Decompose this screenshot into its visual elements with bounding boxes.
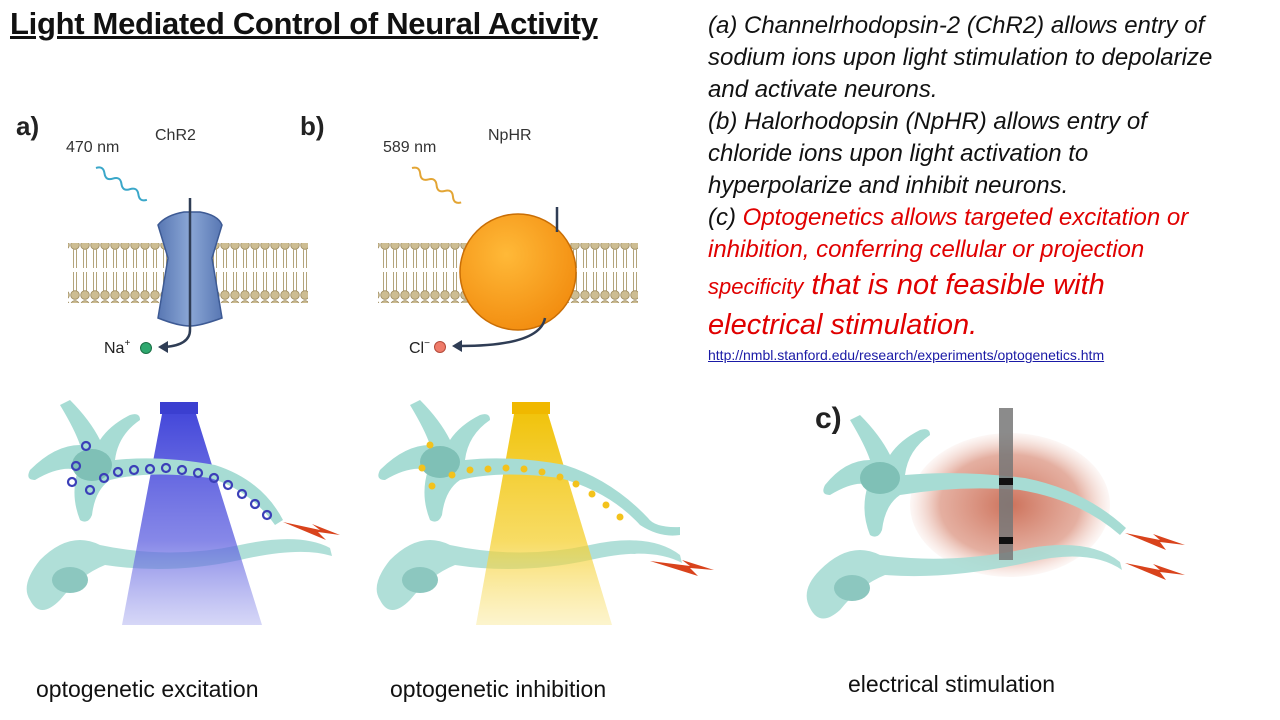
lower-neuron-excitation — [26, 539, 333, 610]
panel-c-letter: c) — [815, 402, 842, 435]
optogenetic-inhibition-diagram: optogenetic inhibition — [376, 400, 714, 702]
lower-soma-c — [834, 575, 870, 601]
desc-c-red-1: Optogenetics allows targeted excitation … — [742, 204, 1189, 231]
desc-b-line-1: (b) Halorhodopsin (NpHR) allows entry of — [708, 108, 1147, 135]
desc-b-line-3: hyperpolarize and inhibit neurons. — [708, 172, 1069, 199]
blue-light-wave-icon — [95, 166, 148, 202]
desc-c-line-3: specificity that is not feasible with — [708, 266, 1278, 306]
caption-excitation: optogenetic excitation — [36, 676, 259, 702]
electrode-contact-2 — [999, 537, 1013, 544]
panel-b-nphr: b) 589 nm NpHR Cl− — [300, 111, 638, 357]
description-text: (a) Channelrhodopsin-2 (ChR2) allows ent… — [708, 10, 1278, 364]
sodium-ion-icon — [140, 342, 152, 354]
chloride-ion-icon — [434, 341, 446, 353]
lower-neuron-inhibition — [376, 540, 682, 610]
panel-a-wavelength: 470 nm — [66, 139, 119, 156]
lower-soma-b — [402, 567, 438, 593]
desc-c-line-2: inhibition, conferring cellular or proje… — [708, 236, 1145, 263]
panel-a-letter: a) — [16, 111, 39, 141]
arrowhead-b — [452, 340, 462, 352]
ion-flow-arrow-a — [164, 329, 192, 349]
electrode-contact-1 — [999, 478, 1013, 485]
ion-flow-arrow-b — [459, 317, 547, 348]
upper-soma-b — [420, 446, 460, 478]
chr2-markers — [66, 440, 273, 521]
desc-c-prefix: (c) — [708, 204, 743, 231]
caption-inhibition: optogenetic inhibition — [390, 676, 606, 702]
blue-light-source — [160, 402, 198, 414]
halorhodopsin-pump-icon — [459, 213, 577, 331]
upper-neuron-electrical — [823, 415, 1126, 537]
upper-soma-c — [860, 462, 900, 494]
lower-soma-a — [52, 567, 88, 593]
panel-b-letter: b) — [300, 111, 325, 141]
lower-bolt-icon-c — [1125, 563, 1185, 580]
upper-soma-a — [72, 449, 112, 481]
optogenetic-excitation-diagram: optogenetic excitation — [26, 400, 340, 702]
source-link[interactable]: http://nmbl.stanford.edu/research/experi… — [708, 347, 1105, 363]
blue-light-beam — [122, 414, 262, 625]
desc-a-line-1: (a) Channelrhodopsin-2 (ChR2) allows ent… — [708, 12, 1205, 39]
upper-neuron-inhibition — [378, 400, 680, 536]
electrical-stimulation-diagram: c) electrical stimulation — [806, 402, 1185, 697]
desc-c-big-1: that is not feasible with — [803, 269, 1105, 301]
desc-a-line-2: sodium ions upon light stimulation to de… — [708, 44, 1213, 71]
yellow-light-source — [512, 402, 550, 414]
desc-c-line-1: (c) Optogenetics allows targeted excitat… — [708, 202, 1278, 234]
action-potential-bolt-icon — [283, 522, 340, 540]
yellow-light-beam — [476, 414, 612, 625]
lower-neuron-electrical — [806, 545, 1122, 619]
desc-c-small: specificity — [708, 274, 804, 299]
panel-b-protein-label: NpHR — [488, 127, 532, 144]
desc-a-line-3: and activate neurons. — [708, 76, 938, 103]
lower-neuron-bolt-icon — [650, 560, 714, 576]
desc-c-line-4: electrical stimulation. — [708, 309, 978, 341]
panel-b-ion-label: Cl− — [409, 338, 430, 357]
yellow-light-wave-icon — [411, 166, 462, 204]
panel-a-ion-label: Na+ — [104, 338, 130, 357]
desc-b-line-2: chloride ions upon light activation to — [708, 140, 1089, 167]
panel-b-wavelength: 589 nm — [383, 139, 436, 156]
panel-a-chr2: a) 470 nm ChR2 Na+ — [16, 111, 308, 357]
page-title: Light Mediated Control of Neural Activit… — [10, 6, 598, 41]
upper-bolt-icon-c — [1125, 533, 1185, 550]
arrowhead-a — [158, 341, 168, 353]
caption-electrical: electrical stimulation — [848, 671, 1055, 697]
panel-a-protein-label: ChR2 — [155, 127, 196, 144]
nphr-markers — [418, 441, 624, 521]
